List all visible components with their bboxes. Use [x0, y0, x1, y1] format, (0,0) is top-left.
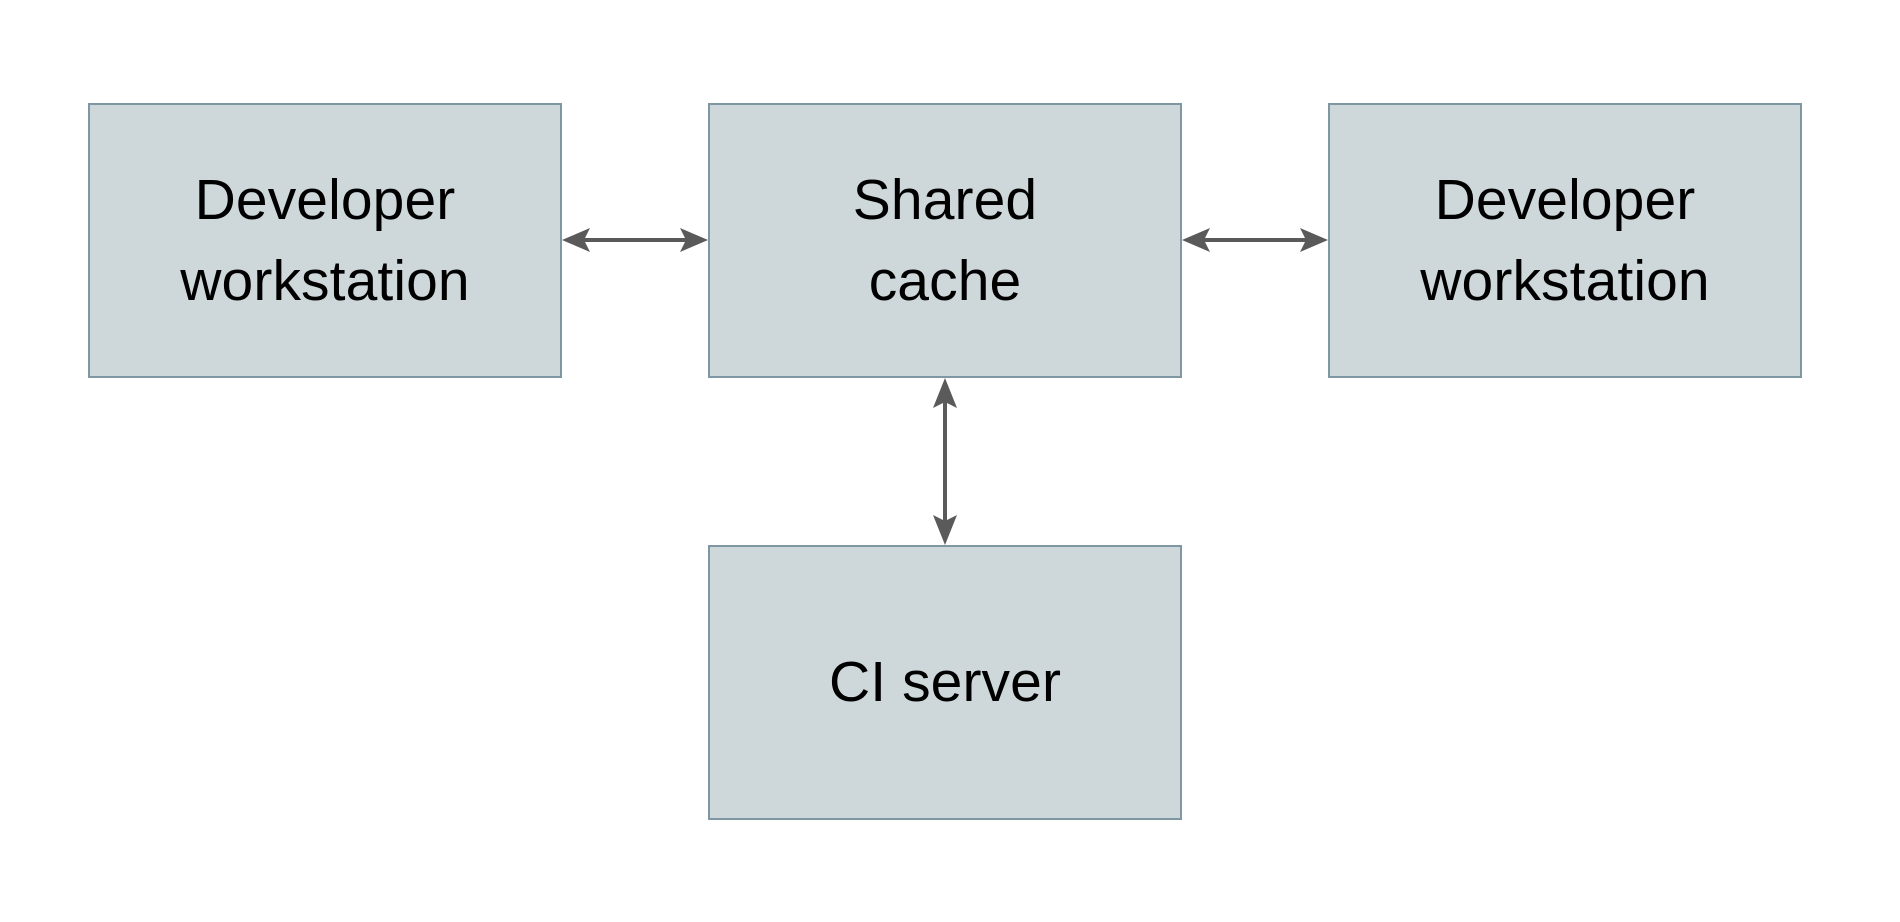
connector-developer-left-to-shared-cache[interactable]	[560, 214, 710, 266]
node-developer-workstation-left[interactable]: Developer workstation	[88, 103, 562, 378]
node-label: Developer workstation	[180, 167, 470, 313]
node-shared-cache[interactable]: Shared cache	[708, 103, 1182, 378]
node-developer-workstation-right[interactable]: Developer workstation	[1328, 103, 1802, 378]
double-arrow-icon	[562, 228, 708, 252]
node-label: Developer workstation	[1420, 167, 1710, 313]
connector-shared-cache-to-developer-right[interactable]	[1180, 214, 1330, 266]
double-arrow-icon	[1182, 228, 1328, 252]
connector-shared-cache-to-ci-server[interactable]	[919, 376, 971, 547]
node-label: Shared cache	[852, 167, 1038, 313]
node-label: CI server	[828, 650, 1062, 715]
node-ci-server[interactable]: CI server	[708, 545, 1182, 820]
double-arrow-icon	[933, 378, 957, 545]
